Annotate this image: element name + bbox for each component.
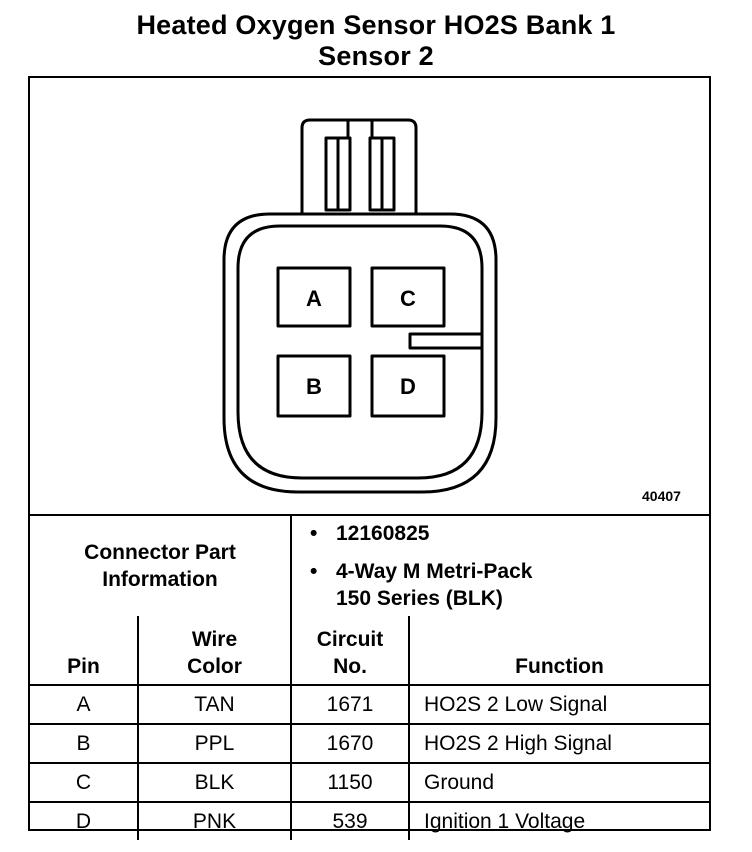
connector-key xyxy=(408,332,482,350)
connector-info-list: 12160825 4-Way M Metri-Pack 150 Series (… xyxy=(292,516,709,616)
circuit-cell: 1670 xyxy=(290,723,410,764)
pin-cell: C xyxy=(30,762,139,803)
pin-cell: B xyxy=(30,723,139,764)
pin-cavity-b xyxy=(276,354,352,418)
table-row: D PNK 539 Ignition 1 Voltage xyxy=(30,801,709,840)
wire-color-cell: PPL xyxy=(137,723,292,764)
pin-cavity-c xyxy=(370,266,446,328)
info-label-line-1: Connector Part xyxy=(84,541,236,564)
circuit-cell: 1150 xyxy=(290,762,410,803)
connector-description: 4-Way M Metri-Pack 150 Series (BLK) xyxy=(310,558,533,612)
function-cell: Ignition 1 Voltage xyxy=(408,801,709,840)
circuit-cell: 539 xyxy=(290,801,410,840)
pin-label-b: B xyxy=(306,374,322,399)
pin-cavity-d xyxy=(370,354,446,418)
pin-label-a: A xyxy=(306,286,322,311)
description-line-2: 150 Series (BLK) xyxy=(336,587,503,610)
connector-part-info: Connector Part Information 12160825 4-Wa… xyxy=(30,514,709,616)
connector-body-inner xyxy=(236,224,484,480)
info-label-line-2: Information xyxy=(102,568,218,591)
header-pin: Pin xyxy=(30,616,139,686)
pin-label-d: D xyxy=(400,374,416,399)
wire-color-cell: PNK xyxy=(137,801,292,840)
function-cell: Ground xyxy=(408,762,709,803)
page-title: Heated Oxygen Sensor HO2S Bank 1 Sensor … xyxy=(0,10,752,72)
table-row: A TAN 1671 HO2S 2 Low Signal xyxy=(30,684,709,725)
title-line-2: Sensor 2 xyxy=(318,41,434,71)
wire-color-cell: TAN xyxy=(137,684,292,725)
header-function: Function xyxy=(408,616,709,686)
circuit-cell: 1671 xyxy=(290,684,410,725)
pin-label-c: C xyxy=(400,286,416,311)
connector-latch xyxy=(300,118,418,214)
connector-info-label: Connector Part Information xyxy=(30,516,292,616)
connector-sheet: A C B D 40407 Connector Part Information… xyxy=(28,76,711,840)
table-row: B PPL 1670 HO2S 2 High Signal xyxy=(30,723,709,764)
function-cell: HO2S 2 Low Signal xyxy=(408,684,709,725)
function-cell: HO2S 2 High Signal xyxy=(408,723,709,764)
wire-color-cell: BLK xyxy=(137,762,292,803)
title-line-1: Heated Oxygen Sensor HO2S Bank 1 xyxy=(136,10,616,40)
connector-drawing: A C B D xyxy=(222,118,498,494)
pin-cell: A xyxy=(30,684,139,725)
figure-number: 40407 xyxy=(642,488,681,504)
connector-body-outer xyxy=(222,212,498,494)
description-line-1: 4-Way M Metri-Pack xyxy=(336,560,533,583)
pin-cell: D xyxy=(30,801,139,840)
part-number: 12160825 xyxy=(310,520,430,547)
pin-cavity-a xyxy=(276,266,352,328)
table-row: C BLK 1150 Ground xyxy=(30,762,709,803)
connector-diagram: A C B D 40407 xyxy=(30,78,709,514)
